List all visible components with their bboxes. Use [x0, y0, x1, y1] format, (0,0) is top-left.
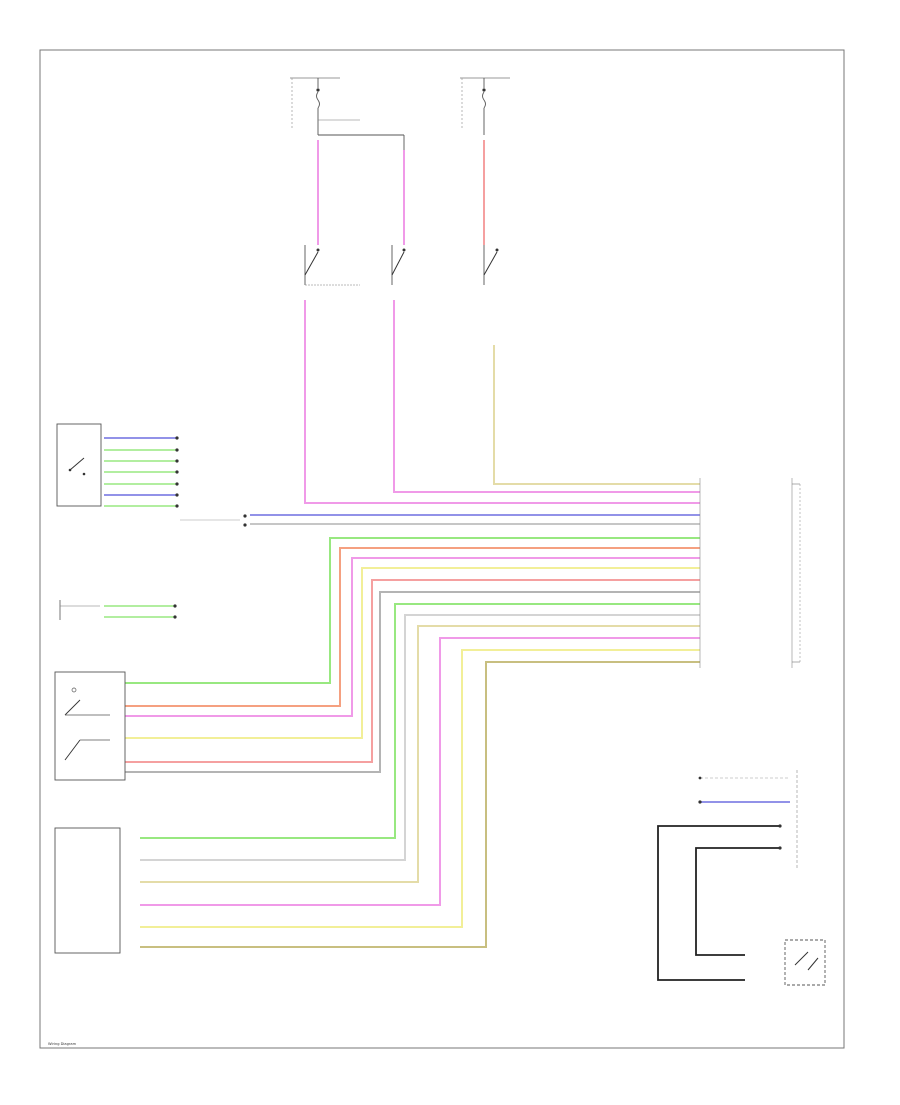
fuse-feed-left: [290, 77, 360, 135]
wire-pink-bus-2: [304, 300, 700, 504]
reverse-switch: [784, 939, 826, 986]
fuse-feed-right: [460, 77, 510, 135]
diagram-border: [39, 49, 845, 1049]
left-switch-assembly: [56, 423, 102, 507]
wire-white: [140, 614, 700, 861]
bus-wires: [125, 300, 700, 948]
wire-green-2: [140, 603, 700, 839]
switch-3: [483, 245, 499, 285]
left-switch-pins: [104, 436, 179, 508]
switch-1: [304, 245, 360, 286]
relay-module: [698, 770, 798, 870]
indicator-lamp: [59, 600, 177, 620]
wire-pink-bus-1: [393, 300, 700, 493]
wire-orange: [125, 547, 700, 707]
wire-gray-2: [125, 591, 700, 773]
footer-code: Wiring Diagram: [48, 1042, 77, 1046]
ground-connector: [180, 514, 247, 527]
right-connector: [699, 478, 801, 668]
wire-tan-2: [140, 625, 700, 883]
wire-red-pink-2: [125, 579, 700, 763]
wire-olive: [140, 661, 700, 948]
control-module: [54, 827, 121, 954]
wire-yellow-2: [140, 649, 700, 928]
wire-pink-3: [125, 557, 700, 717]
position-sensor-module: [54, 671, 126, 781]
black-harness: [657, 824, 782, 981]
wire-yellow-1: [125, 567, 700, 739]
switch-2: [391, 245, 406, 285]
wire-pink-4: [140, 637, 700, 906]
wire-green-1: [125, 537, 700, 684]
wire-tan-bus: [493, 345, 700, 485]
